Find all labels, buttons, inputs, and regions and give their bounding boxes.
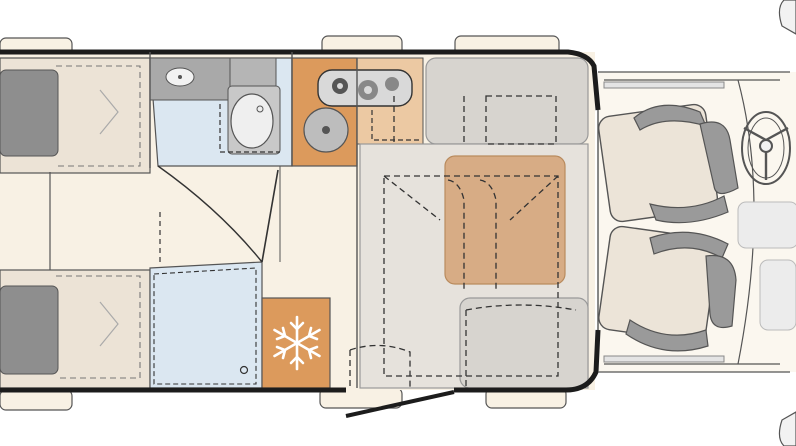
interior-walls (149, 52, 358, 388)
kitchen (291, 57, 424, 167)
cab-seat-passenger (598, 225, 737, 352)
entrance-door (345, 390, 455, 418)
hatch-bottom-1 (0, 389, 73, 411)
cab-seat-driver (598, 103, 739, 224)
outer-walls (0, 49, 601, 393)
mattress-top (0, 69, 59, 157)
mirror-top-icon (778, 0, 796, 35)
mirror-bottom-icon (778, 411, 796, 446)
bathroom-door (261, 169, 279, 263)
pull-down-bed-outline (349, 95, 577, 388)
toilet-icon (230, 93, 274, 149)
bathroom (149, 57, 293, 167)
cab-side-windows (603, 81, 725, 363)
snowflake-icon (273, 315, 321, 371)
bathroom-door-arc (157, 165, 263, 263)
shower-drain-icon (239, 365, 249, 375)
fridge (261, 297, 331, 389)
steering-wheel-icon (741, 111, 791, 185)
dashboard (737, 201, 796, 331)
rear-bed-bottom (0, 269, 151, 389)
shower (149, 261, 263, 389)
dinette-table (444, 155, 566, 285)
rear-bed-top (0, 57, 151, 174)
mattress-bottom (0, 285, 59, 375)
